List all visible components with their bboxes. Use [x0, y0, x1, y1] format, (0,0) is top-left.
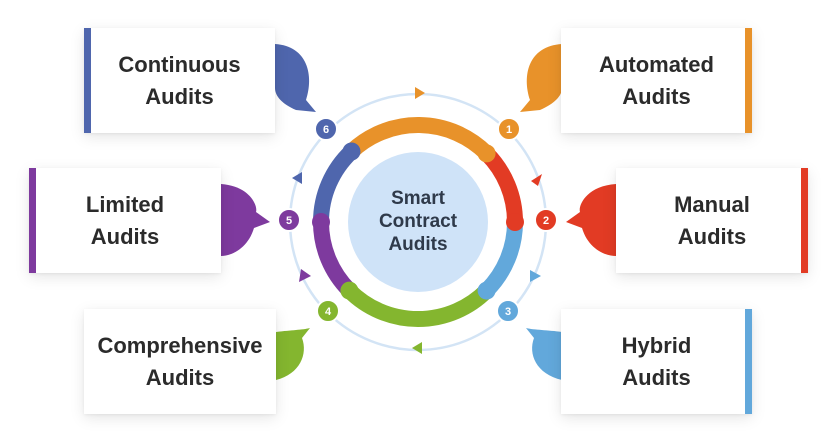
card-limited-audits: Limited Audits	[29, 168, 221, 273]
step-number-3: 3	[505, 306, 511, 318]
card-continuous-audits: Continuous Audits	[84, 28, 275, 133]
card-accent-bar	[29, 168, 36, 273]
card-label-comprehensive: Comprehensive Audits	[97, 332, 263, 390]
ring-arrow-icon	[299, 269, 311, 282]
bubble-connector-3	[526, 328, 562, 380]
arc-dot-1	[477, 144, 496, 163]
card-accent-bar	[801, 168, 808, 273]
bubble-connector-6	[275, 44, 316, 112]
card-automated-audits: Automated Audits	[561, 28, 752, 133]
arc-segment-5	[313, 214, 358, 299]
bubble-connector-2	[566, 184, 616, 256]
card-manual-audits: Manual Audits	[616, 168, 808, 273]
card-label-hybrid: Hybrid Audits	[621, 332, 692, 390]
bubble-connector-1	[520, 44, 562, 112]
step-number-1: 1	[506, 124, 512, 136]
arc-segment-6	[313, 143, 360, 230]
arc-dot-2	[506, 213, 524, 231]
arc-segment-2	[478, 145, 523, 230]
card-label-manual: Manual Audits	[674, 191, 750, 249]
arc-dot-6	[342, 142, 361, 161]
card-accent-bar	[84, 28, 91, 133]
step-badge-1: 1	[497, 117, 521, 141]
center-label: Smart Contract Audits	[378, 187, 458, 255]
step-number-4: 4	[325, 306, 332, 318]
card-label-limited: Limited Audits	[85, 191, 165, 249]
ring-arrow-icon	[531, 174, 542, 186]
step-badge-4: 4	[316, 299, 340, 323]
step-badge-6: 6	[314, 117, 338, 141]
card-accent-bar	[745, 309, 752, 414]
ring-arrow-icon	[292, 172, 302, 184]
arc-dot-3	[477, 281, 496, 300]
card-label-continuous: Continuous Audits	[118, 51, 241, 109]
arc-segment-3	[478, 214, 523, 299]
step-number-6: 6	[323, 124, 329, 136]
bubble-connector-5	[221, 184, 270, 256]
bubble-connector-4	[276, 328, 310, 380]
step-badge-5: 5	[277, 208, 301, 232]
card-label-automated: Automated Audits	[599, 51, 714, 109]
step-badge-2: 2	[534, 208, 558, 232]
step-number-5: 5	[286, 215, 292, 227]
card-comprehensive-audits: Comprehensive Audits	[84, 309, 276, 414]
card-accent-bar	[745, 28, 752, 133]
arc-dot-4	[340, 281, 359, 300]
arc-segment-4	[341, 282, 495, 327]
card-hybrid-audits: Hybrid Audits	[561, 309, 752, 414]
arc-segment-1	[343, 117, 495, 162]
arc-dot-5	[312, 213, 330, 231]
center-disc	[348, 152, 488, 292]
ring-arrow-icon	[530, 270, 541, 282]
step-number-2: 2	[543, 215, 549, 227]
ring-arrow-icon	[412, 342, 422, 354]
step-badge-3: 3	[496, 299, 520, 323]
ring-arrow-icon	[415, 87, 425, 99]
